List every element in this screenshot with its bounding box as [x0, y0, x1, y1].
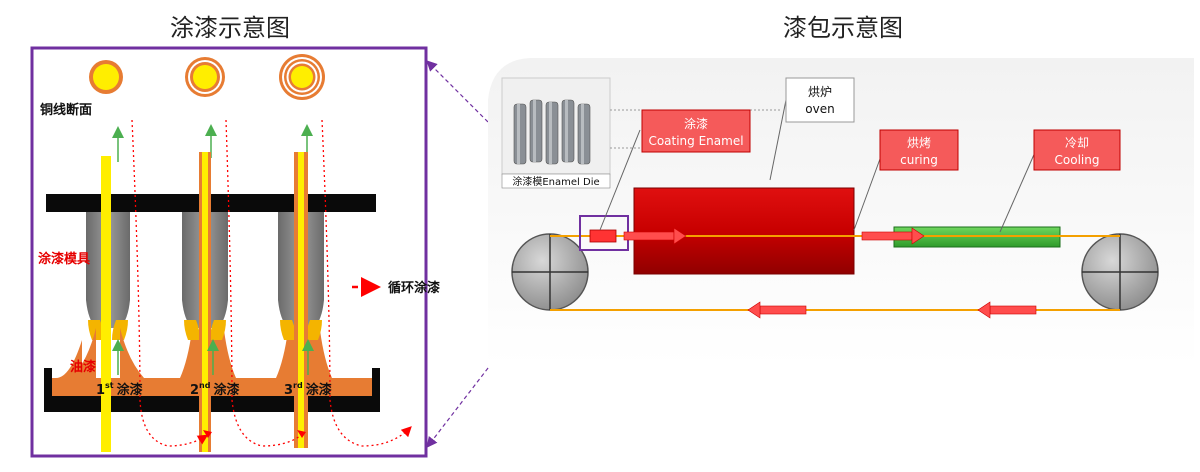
curing-callout: 烘烤 curing — [879, 129, 959, 171]
coating-enamel-callout: 涂漆 Coating Enamel — [641, 109, 751, 153]
paint-label: 油漆 — [70, 359, 96, 375]
flow-arrow-2 — [861, 227, 925, 245]
svg-text:烘烤: 烘烤 — [907, 135, 931, 150]
svg-text:curing: curing — [900, 153, 938, 167]
oven-callout: 烘炉 oven — [785, 77, 855, 123]
callout-leaders — [599, 99, 1037, 233]
svg-text:烘炉: 烘炉 — [808, 85, 832, 99]
right-drum — [1081, 233, 1159, 311]
cross-section-3 — [279, 54, 325, 100]
cooling-callout: 冷却 Cooling — [1033, 129, 1121, 171]
svg-text:冷却: 冷却 — [1065, 136, 1089, 150]
circulation-paths — [131, 119, 412, 447]
circulation-label: 循环涂漆 — [388, 280, 440, 296]
svg-text:Cooling: Cooling — [1055, 153, 1100, 167]
flow-arrow-return-2 — [977, 301, 1037, 319]
left-panel-title: 涂漆示意图 — [170, 14, 290, 42]
wire-1 — [101, 156, 111, 452]
wire-2 — [199, 152, 211, 452]
cross-section-1 — [89, 60, 123, 94]
left-drum — [511, 233, 589, 311]
wire-section-label: 铜线断面 — [39, 102, 92, 118]
oven — [633, 187, 855, 275]
flow-arrow-1 — [623, 227, 687, 245]
cross-section-2 — [185, 57, 225, 97]
svg-text:oven: oven — [805, 102, 834, 116]
svg-text:Coating Enamel: Coating Enamel — [648, 134, 743, 148]
enamel-die-caption: 涂漆模Enamel Die — [512, 175, 599, 188]
die-label: 涂漆模具 — [38, 251, 90, 267]
svg-text:涂漆: 涂漆 — [684, 116, 708, 131]
coating-die-block — [589, 229, 617, 243]
flow-arrow-return-1 — [747, 301, 807, 319]
wire-3 — [294, 152, 308, 448]
enamel-die-photo — [501, 77, 611, 175]
right-panel-title: 漆包示意图 — [783, 14, 903, 42]
